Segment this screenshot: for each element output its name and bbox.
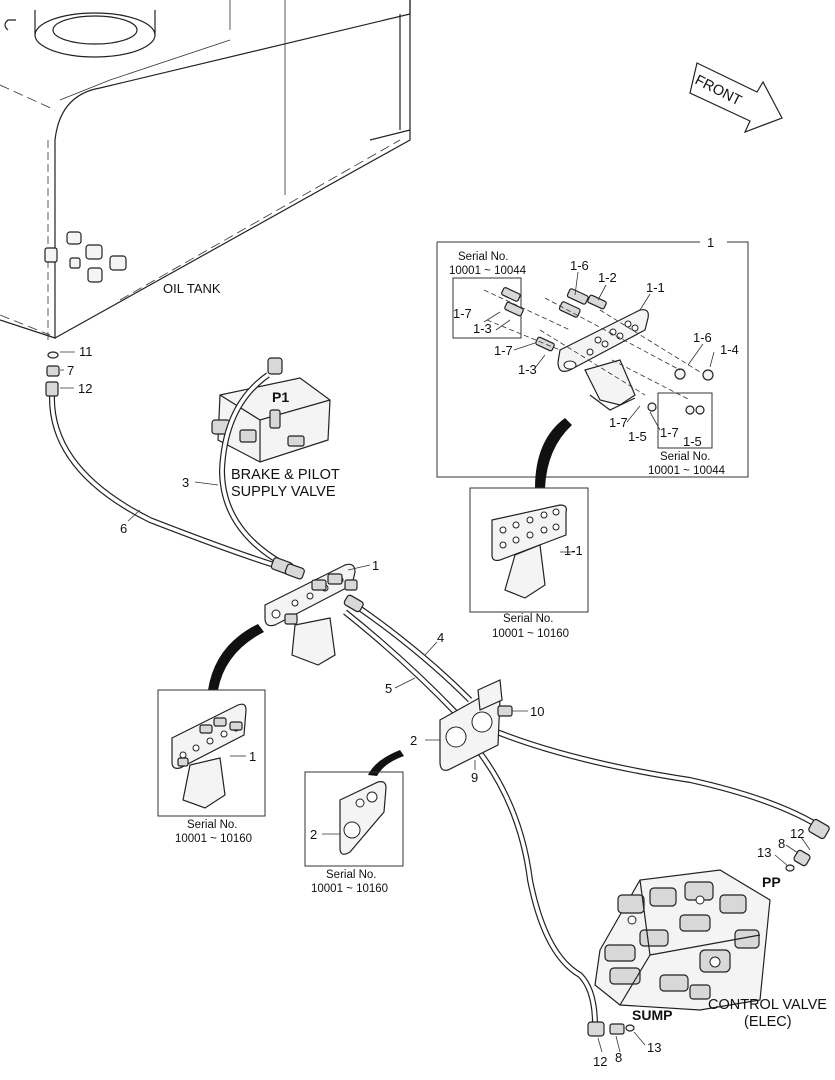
hose-6-tank-fitting: [45, 381, 59, 397]
serial-title-bracket: Serial No.: [503, 613, 554, 625]
callout-10: 10: [530, 704, 544, 719]
control-valve-label-line2: (ELEC): [744, 1014, 792, 1030]
detail-box-plate-2: 2 Serial No. 10001 ~ 10160: [304, 771, 404, 895]
callout-1-1b: 1-1: [564, 543, 583, 558]
serial-range-top-left: 10001 ~ 10044: [449, 265, 527, 277]
callout-13a: 13: [757, 845, 771, 860]
callout-8a: 8: [778, 836, 785, 851]
callout-1-5b: 1-5: [683, 434, 702, 449]
callout-1-7b: 1-7: [494, 343, 513, 358]
brake-valve-label-line2: SUPPLY VALVE: [231, 484, 336, 500]
callout-1-3a: 1-3: [473, 321, 492, 336]
serial-title-top-right: Serial No.: [660, 451, 711, 463]
detail-box-bracket-assembly: 1 Serial No. 10001 ~ 10044 Serial No. 10…: [436, 235, 749, 488]
mid-bracket: 1: [208, 558, 379, 690]
hoses: [45, 372, 830, 1037]
callout-2b: 2: [310, 827, 317, 842]
pp-fittings: 8 12 13: [757, 826, 811, 872]
serial-title-plate: Serial No.: [326, 869, 377, 881]
tank-outlet-fittings: 11 7 12: [46, 344, 93, 396]
callout-3: 3: [182, 475, 189, 490]
control-valve-label-line1: CONTROL VALVE: [708, 997, 827, 1013]
pp-port-label: PP: [762, 874, 781, 890]
oil-tank-label: OIL TANK: [163, 281, 221, 296]
serial-range-bracket: 10001 ~ 10160: [492, 628, 569, 640]
callout-7: 7: [67, 363, 74, 378]
front-arrow: FRONT: [689, 62, 783, 134]
brake-valve-label-line1: BRAKE & PILOT: [231, 467, 340, 483]
sump-port-label: SUMP: [632, 1007, 672, 1023]
callout-8b: 8: [615, 1050, 622, 1065]
oil-tank: OIL TANK: [0, 0, 411, 340]
callout-1-7c: 1-7: [609, 415, 628, 430]
serial-title-left: Serial No.: [187, 819, 238, 831]
front-label: FRONT: [692, 72, 744, 109]
hose-callouts: 3 6 4 5: [120, 475, 444, 696]
detail-box-bracket-1: 1 Serial No. 10001 ~ 10160: [157, 689, 266, 845]
serial-title-top-left: Serial No.: [458, 251, 509, 263]
callout-1-left: 1: [249, 749, 256, 764]
callout-11: 11: [79, 344, 93, 359]
callout-2a: 2: [410, 733, 417, 748]
callout-1-6b: 1-6: [693, 330, 712, 345]
callout-1-7d: 1-7: [660, 425, 679, 440]
callout-12b: 12: [790, 826, 804, 841]
hose-plate: 10 2 9: [368, 679, 544, 785]
callout-9: 9: [471, 770, 478, 785]
p1-port-label: P1: [272, 389, 289, 405]
fitting-group-top: [501, 287, 714, 415]
callout-12c: 12: [593, 1054, 607, 1069]
callout-13b: 13: [647, 1040, 661, 1055]
serial-range-plate: 10001 ~ 10160: [311, 883, 388, 895]
callout-6: 6: [120, 521, 127, 536]
callout-1-3b: 1-3: [518, 362, 537, 377]
sump-fittings: 12 8 13: [593, 1023, 661, 1069]
callout-1-mid: 1: [372, 558, 379, 573]
control-valve: PP SUMP CONTROL VALVE (ELEC): [594, 869, 827, 1030]
callout-1-top: 1: [707, 235, 714, 250]
serial-inset-right: [657, 392, 713, 449]
callout-1-7a: 1-7: [453, 306, 472, 321]
serial-range-left: 10001 ~ 10160: [175, 833, 252, 845]
callout-1-5a: 1-5: [628, 429, 647, 444]
callout-1-1a: 1-1: [646, 280, 665, 295]
callout-1-6a: 1-6: [570, 258, 589, 273]
serial-range-top-right: 10001 ~ 10044: [648, 465, 726, 477]
callout-1-4: 1-4: [720, 342, 739, 357]
callout-12a: 12: [78, 381, 92, 396]
callout-4: 4: [437, 630, 444, 645]
detail-box-bracket-1-1: 1-1 Serial No. 10001 ~ 10160: [469, 487, 589, 640]
callout-5: 5: [385, 681, 392, 696]
callout-1-2: 1-2: [598, 270, 617, 285]
